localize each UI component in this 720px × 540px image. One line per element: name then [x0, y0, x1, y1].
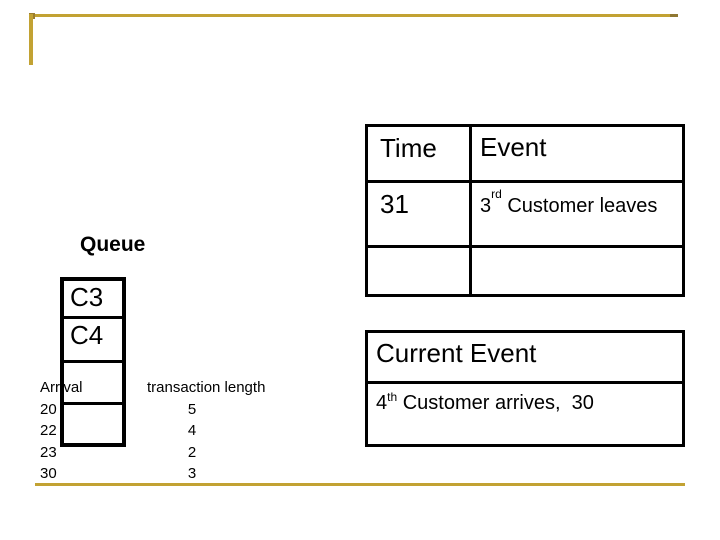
event-table-row: 31 3rd Customer leaves: [368, 183, 682, 248]
ordinal-suffix: th: [387, 390, 398, 404]
current-event-title: Current Event: [368, 333, 682, 384]
queue-label: Queue: [80, 233, 146, 256]
time-cell: [368, 248, 472, 294]
queue-slot: C3: [64, 281, 122, 319]
arrival-value: 23: [40, 443, 57, 461]
top-gold-line-end-tip: [670, 14, 678, 17]
top-gold-line: [30, 14, 678, 17]
left-gold-line: [29, 14, 33, 65]
time-header-cell: Time: [368, 127, 472, 180]
transaction-length-value: 4: [187, 422, 197, 439]
transaction-length-header: transaction length: [147, 379, 266, 396]
bottom-gold-line: [35, 483, 685, 486]
event-header-cell: Event: [480, 132, 547, 162]
event-cell: [472, 248, 682, 294]
transaction-length-column: transaction length 5 4 2 3: [147, 377, 266, 485]
time-cell: 31: [368, 183, 472, 245]
transaction-length-value: 2: [187, 443, 197, 461]
event-table-header-row: Time Event: [368, 127, 682, 183]
arrival-column: Arrival 20 22 23 30: [40, 377, 83, 485]
queue-slot: [64, 363, 122, 405]
queue-box: C3 C4: [60, 277, 126, 447]
current-event-detail: 4th Customer arrives, 30: [376, 390, 594, 414]
event-text: 3rd Customer leaves: [480, 187, 658, 217]
queue-slot: C4: [64, 319, 122, 363]
arrival-value: 30: [40, 465, 57, 482]
transaction-length-value: 3: [187, 465, 197, 482]
transaction-length-value: 5: [187, 400, 197, 418]
arrival-value: 22: [40, 422, 57, 439]
event-table: Time Event 31 3rd Customer leaves: [365, 124, 685, 297]
arrival-value: 20: [40, 400, 57, 418]
event-table-row: [368, 248, 682, 294]
event-cell: 3rd Customer leaves: [472, 183, 682, 245]
ordinal-suffix: rd: [491, 187, 502, 201]
current-event-box: Current Event 4th Customer arrives, 30: [365, 330, 685, 447]
queue-slot: [64, 405, 122, 443]
